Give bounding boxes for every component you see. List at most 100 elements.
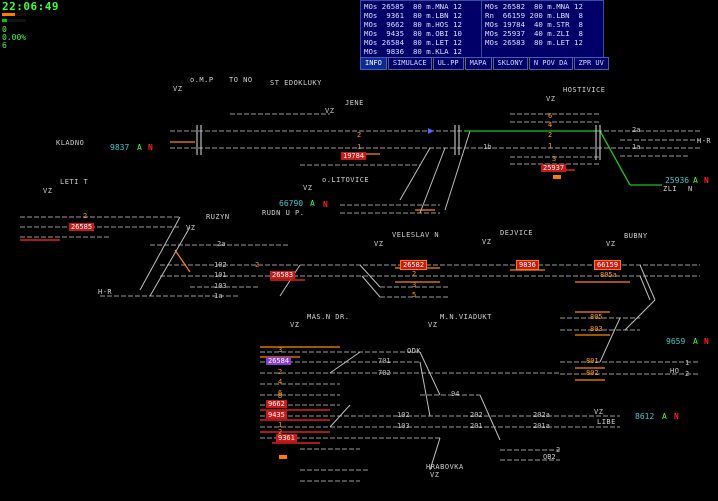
signal-aspect-n-label: N: [688, 185, 693, 193]
signal-aspect-n[interactable]: N: [148, 143, 153, 152]
station-mnviadukt: M.N.VIADUKT: [440, 313, 492, 321]
track-label: 1: [685, 359, 690, 367]
track-label: 202: [470, 411, 483, 419]
station-hrabovka: HRABOVKA: [426, 463, 464, 471]
signal-aspect-n[interactable]: N: [674, 412, 679, 421]
track-label-route: 6: [548, 112, 553, 120]
tab-sklony[interactable]: SKLONY: [492, 57, 528, 70]
tab-simulace[interactable]: SIMULACE: [387, 57, 432, 70]
track-label-route: 802: [586, 369, 599, 377]
station-masndr: MAS.N DR.: [307, 313, 350, 321]
track-label: 1b: [483, 143, 492, 151]
train-tag[interactable]: 26582: [400, 260, 428, 270]
track-label-route: 2: [412, 270, 417, 278]
signal-aspect-n[interactable]: N: [704, 337, 709, 346]
track-label: 702: [378, 369, 391, 377]
train-list-right: MOs 26582 80 m.MNA 12 Rn 66159 200 m.LBN…: [485, 2, 583, 47]
track-label-route: 8: [278, 392, 283, 400]
train-tag[interactable]: 9836: [516, 260, 539, 270]
station-rudn: RUDN U P.: [262, 209, 305, 217]
train-list-divider: [481, 1, 482, 57]
track-label: 202a: [533, 411, 550, 419]
uz-label: VZ: [186, 224, 196, 232]
track-label-route: 803: [590, 325, 603, 333]
train-row[interactable]: MOs 25937 40 m.ZLI 8: [485, 29, 583, 38]
train-row[interactable]: MOs 9836 80 m.KLA 12: [364, 47, 462, 56]
clock: 22:06:49: [2, 0, 59, 13]
status-counter: 0: [2, 25, 7, 34]
train-tag[interactable]: 26583: [270, 271, 296, 279]
train-tag[interactable]: 66159: [594, 260, 622, 270]
train-row[interactable]: MOs 9435 80 m.OBI 10: [364, 29, 462, 38]
signal-aspect-n[interactable]: N: [323, 200, 328, 209]
train-tag[interactable]: 9662: [266, 400, 287, 408]
tab-ulpp[interactable]: UL.PP: [432, 57, 464, 70]
track-label: 101: [214, 271, 227, 279]
uz-label: VZ: [594, 408, 604, 416]
track-label: 102: [397, 411, 410, 419]
uz-label: VZ: [290, 321, 300, 329]
track-label: 2: [685, 370, 690, 378]
tab-npovda[interactable]: N POV DA: [528, 57, 573, 70]
station-libe: LIBE: [597, 418, 616, 426]
train-tag[interactable]: 26584: [266, 357, 292, 365]
train-tag[interactable]: 26585: [69, 223, 95, 231]
track-label-route: 3: [278, 346, 283, 354]
station-ho: HO: [670, 367, 680, 375]
signal-aspect-a[interactable]: A: [137, 143, 142, 152]
train-row[interactable]: Rn 66159 200 m.LBN 8: [485, 11, 583, 20]
track-label: 2a: [632, 126, 641, 134]
station-zli: ZLI: [663, 185, 678, 193]
uz-label: VZ: [303, 184, 313, 192]
train-row[interactable]: MOs 26583 80 m.LET 12: [485, 38, 583, 47]
track-label-route: 1: [278, 421, 283, 429]
menu-bar: INFO SIMULACE UL.PP MAPA SKLONY N POV DA…: [360, 57, 610, 70]
station-kladno: KLADNO: [56, 139, 85, 147]
signal-aspect-n[interactable]: N: [704, 176, 709, 185]
signal-aspect-a[interactable]: A: [310, 199, 315, 208]
track-label-route: 801: [586, 357, 599, 365]
train-tag[interactable]: 19784: [341, 152, 367, 160]
station-olitovice: o.LITOVICE: [322, 176, 370, 184]
station-hr-right: H-R: [697, 137, 712, 145]
tab-mapa[interactable]: MAPA: [464, 57, 492, 70]
train-row[interactable]: MOs 26585 80 m.MNA 12: [364, 2, 462, 11]
track-label: 94: [451, 390, 460, 398]
tab-zpruv[interactable]: ZPR UV: [573, 57, 609, 70]
train-tag[interactable]: 9361: [276, 434, 297, 442]
track-label-route: 3: [412, 281, 417, 289]
train-row[interactable]: MOs 9361 80 m.LBN 12: [364, 11, 462, 20]
speed-bar-2-fill: [2, 19, 7, 22]
track-label: 2a: [217, 240, 226, 248]
status-level: 6: [2, 41, 7, 50]
station-tono: TO NO: [229, 76, 253, 84]
track-label-route: 2: [278, 428, 283, 436]
signal-aspect-a[interactable]: A: [693, 337, 698, 346]
track-label-route: 4: [278, 378, 283, 386]
station-leti: LETI T: [60, 178, 89, 186]
signal-number-libe: 8612: [635, 412, 655, 421]
track-label-route: 2: [83, 212, 88, 220]
signal-number-right: 9659: [666, 337, 686, 346]
uz-label: VZ: [428, 321, 438, 329]
track-label: 102: [214, 261, 227, 269]
uz-label: VZ: [546, 95, 556, 103]
speed-bar: [2, 13, 26, 16]
train-tag[interactable]: 9435: [266, 411, 287, 419]
station-ruzyn: RUZYN: [206, 213, 230, 221]
track-label-route: 805: [590, 313, 603, 321]
train-row[interactable]: MOs 19784 40 m.STR 8: [485, 20, 583, 29]
train-row[interactable]: MOs 26582 80 m.MNA 12: [485, 2, 583, 11]
train-tag[interactable]: 25937: [541, 164, 567, 172]
uz-label: VZ: [482, 238, 492, 246]
train-row[interactable]: MOs 9662 80 m.HOS 12: [364, 20, 462, 29]
track-label: 103: [214, 282, 227, 290]
tab-info[interactable]: INFO: [360, 57, 387, 70]
signal-aspect-a[interactable]: A: [693, 176, 698, 185]
track-label: 2: [556, 446, 561, 454]
train-row[interactable]: MOs 26584 80 m.LET 12: [364, 38, 462, 47]
uz-label: VZ: [43, 187, 53, 195]
track-label-route: 6: [278, 389, 283, 397]
track-label: 1a: [632, 143, 641, 151]
signal-aspect-a[interactable]: A: [662, 412, 667, 421]
